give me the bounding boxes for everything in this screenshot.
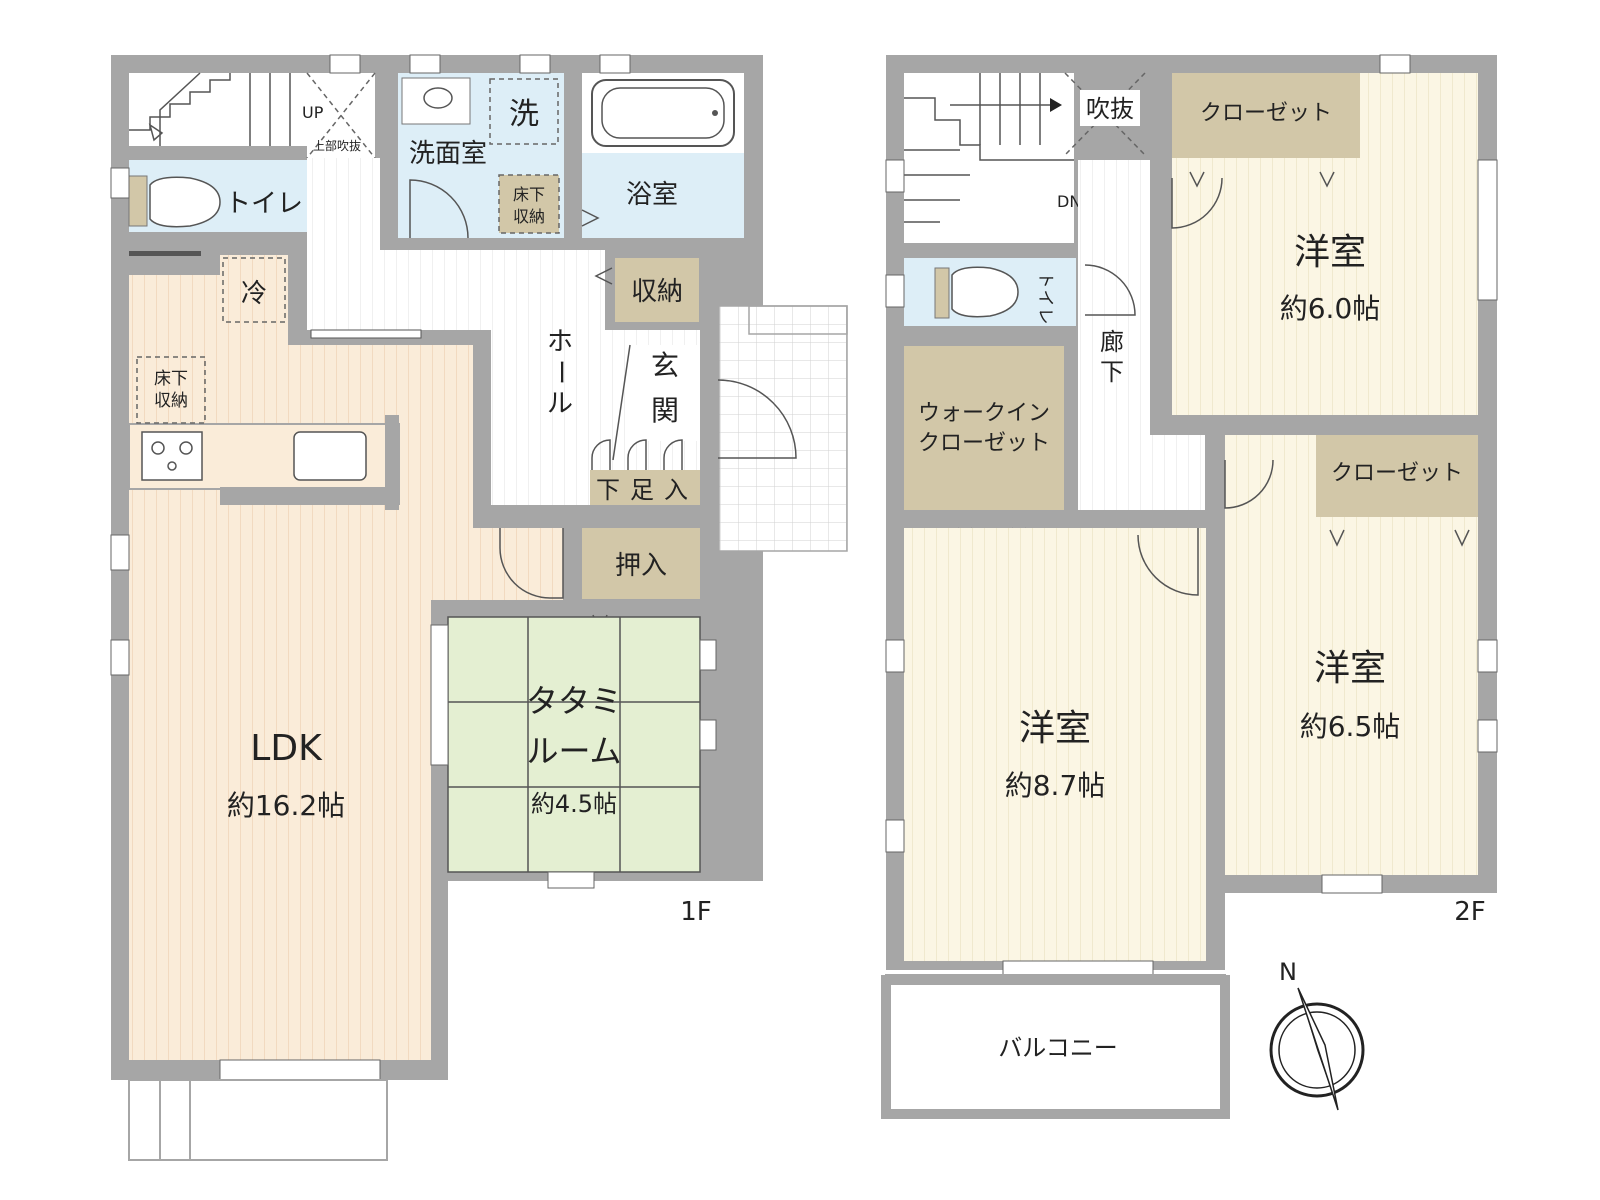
wash-underfloor-label-1: 床下 [513, 185, 545, 204]
hall-1f [307, 158, 700, 505]
ldk-size: 約16.2帖 [227, 789, 345, 822]
svg-text:イ: イ [1035, 290, 1055, 307]
walkin-label-1: ウォークイン [918, 401, 1050, 426]
bedroom-se-name: 洋室 [1314, 648, 1386, 689]
svg-text:ル: ル [547, 389, 573, 419]
compass: N [1269, 958, 1365, 1111]
closet-se-label: クローゼット [1331, 461, 1463, 486]
bedroom-ne-size: 約6.0帖 [1280, 292, 1381, 325]
hall-label: ホ ー ル [545, 327, 575, 419]
closet-ne-label: クローゼット [1200, 101, 1332, 126]
walkin-label-2: クローゼット [918, 431, 1050, 456]
toilet-1f-label: トイレ [225, 189, 303, 219]
wash-underfloor-label-2: 収納 [513, 207, 545, 226]
bathtub-icon [591, 79, 735, 147]
storage-1f [615, 258, 699, 322]
oshiire-label: 押入 [615, 551, 667, 581]
balcony-label: バルコニー [998, 1034, 1118, 1062]
washroom-underfloor-storage [499, 175, 559, 233]
sink-icon [293, 431, 367, 481]
bedroom-sw-size: 約8.7帖 [1005, 769, 1106, 802]
corridor-label-2: 下 [1100, 358, 1124, 386]
bedroom-se-size: 約6.5帖 [1300, 710, 1401, 743]
balcony [881, 975, 1230, 1119]
floor-1-label: 1F [680, 897, 712, 927]
floor-1: 冷 床下 収納 LDK 約16.2帖 UP 上部吹抜 トイレ ホ ー ル [110, 54, 848, 1161]
corridor-2f [1078, 160, 1205, 510]
stairs-void-label: 上部吹抜 [313, 138, 361, 153]
stairs-1f [129, 73, 307, 146]
tatami-size: 約4.5帖 [531, 790, 617, 818]
ldk-underfloor-storage [136, 356, 206, 424]
ldk-name: LDK [250, 728, 323, 769]
washer-label: 洗 [509, 97, 539, 132]
fridge-label: 冷 [241, 279, 267, 309]
floor-2: 吹抜 DN 廊 下 ト イ レ ウォークイン クローゼット クローゼット 洋室 … [881, 54, 1515, 1119]
shoe-cabinet-label-1: 下 [596, 476, 620, 504]
toilet-1f-icon [149, 176, 221, 228]
corridor-label-1: 廊 [1100, 328, 1124, 356]
svg-text:ー: ー [545, 359, 575, 385]
deck-1f [128, 1079, 388, 1161]
compass-north-label: N [1279, 958, 1297, 986]
genkan-label-2: 関 [651, 394, 679, 427]
bedroom-sw-name: 洋室 [1019, 708, 1091, 749]
toilet-2f-label: ト イ レ [1035, 272, 1055, 325]
storage-1f-label: 収納 [631, 277, 683, 307]
oshiire [582, 528, 700, 599]
genkan-label-1: 玄 [651, 349, 679, 382]
entrance-porch [718, 305, 848, 552]
svg-text:レ: レ [1035, 308, 1055, 325]
tatami-name-line2: ルーム [526, 732, 621, 770]
tatami-room [447, 616, 701, 873]
walkin-closet [904, 346, 1064, 510]
stove-icon [141, 431, 203, 481]
washer-space [489, 78, 559, 145]
toilet-2f-icon [951, 266, 1019, 318]
genkan [630, 345, 700, 441]
stairs-down-label: DN [1057, 192, 1081, 211]
bedroom-sw [904, 528, 1206, 961]
bedroom-ne-closet [1172, 73, 1360, 158]
floor-2-label: 2F [1454, 897, 1486, 927]
bedroom-ne-name: 洋室 [1294, 232, 1366, 273]
windows-1f [110, 54, 717, 1081]
stairs-2f [904, 73, 1074, 243]
washroom-label: 洗面室 [409, 139, 487, 169]
fridge-space [222, 257, 286, 323]
shoe-cabinet-label-2: 足 [630, 476, 654, 504]
ldk-underfloor-label-1: 床下 [154, 369, 188, 389]
stairs-up-label: UP [302, 103, 324, 122]
shoe-cabinet [590, 470, 700, 505]
ldk-underfloor-label-2: 収納 [154, 391, 188, 411]
bedroom-se-closet [1316, 435, 1478, 517]
fukinuke-label: 吹抜 [1086, 95, 1134, 123]
shoe-cabinet-label-3: 入 [664, 476, 688, 504]
svg-text:ホ: ホ [547, 327, 573, 357]
windows-2f [885, 54, 1498, 976]
bath-label: 浴室 [626, 180, 678, 210]
compass-outer-ring [1269, 1002, 1365, 1098]
tatami-name-line1: タタミ [526, 682, 622, 720]
svg-text:ト: ト [1035, 272, 1055, 289]
